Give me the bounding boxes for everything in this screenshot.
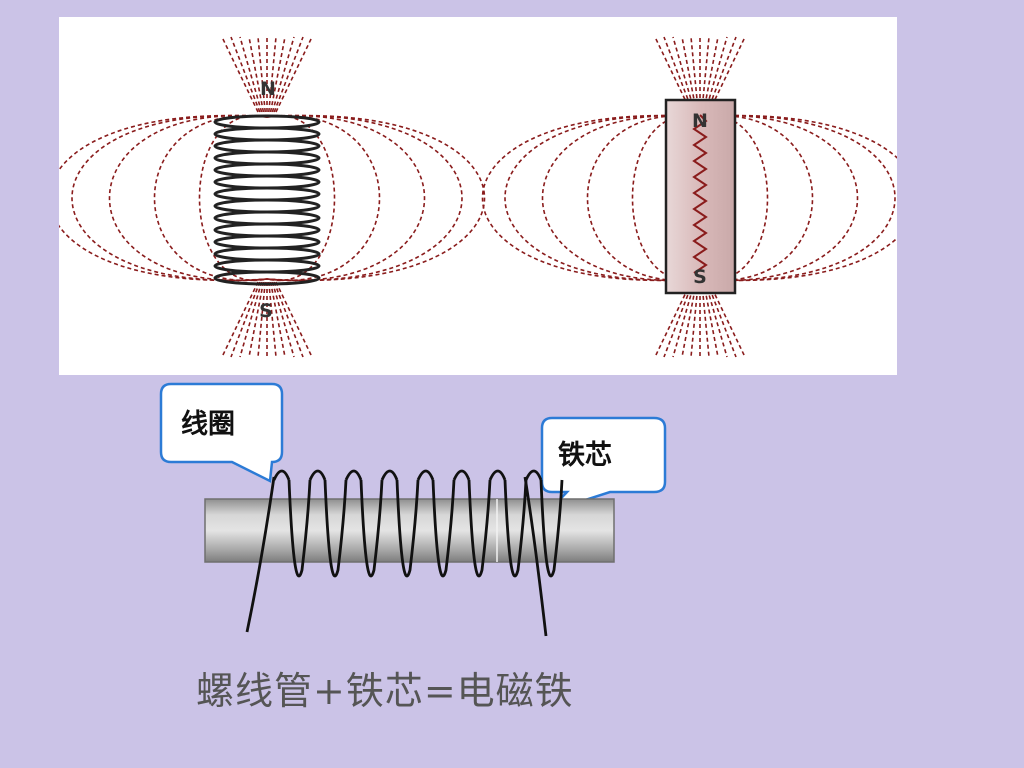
- right-south-pole-label: S: [693, 266, 707, 288]
- field-line-loop: [699, 114, 897, 282]
- field-line-ray: [702, 36, 719, 113]
- field-line-ray: [672, 36, 696, 113]
- field-line-ray: [681, 36, 698, 113]
- electromagnet-formula: 螺线管+铁芯=电磁铁: [196, 669, 574, 713]
- coil-turn-front: [395, 479, 420, 578]
- field-line-loop: [266, 114, 336, 282]
- field-line-ray: [269, 36, 286, 113]
- field-line-loops-left: [59, 114, 486, 282]
- left-north-pole-label: N: [260, 78, 276, 100]
- coil-turn-front: [503, 479, 528, 578]
- field-line-ray: [702, 281, 719, 358]
- solenoid-field: [59, 36, 486, 358]
- magnetic-field-figure: N S N S: [59, 17, 897, 375]
- coil-turn-front: [323, 479, 348, 578]
- field-line-ray: [704, 281, 728, 358]
- field-line-ray: [248, 36, 265, 113]
- coil-lead-left: [245, 476, 276, 633]
- field-line-ray: [701, 36, 710, 113]
- left-south-pole-label: S: [259, 300, 273, 322]
- coil-turn-back: [452, 469, 471, 481]
- coil-turn-back: [416, 469, 435, 481]
- field-line-ray: [268, 281, 277, 358]
- field-line-ray: [230, 281, 261, 358]
- field-figure-svg: N S N S: [59, 36, 897, 358]
- coil-turn-front: [287, 479, 312, 578]
- field-line-loop: [266, 114, 486, 282]
- bar-inner-line: [692, 114, 708, 274]
- field-line-ray: [690, 36, 699, 113]
- field-line-ray: [268, 36, 277, 113]
- coil-back-turns: [272, 469, 543, 481]
- field-line-loop: [266, 114, 426, 282]
- field-line-ray: [663, 36, 694, 113]
- coil-turn-back: [380, 469, 399, 481]
- field-line-ray: [672, 281, 696, 358]
- field-line-ray: [273, 36, 304, 113]
- field-line-ray: [681, 281, 698, 358]
- field-line-ray: [704, 36, 728, 113]
- field-line-ray: [248, 281, 265, 358]
- coil-turn-front: [467, 479, 492, 578]
- field-line-ray: [271, 36, 295, 113]
- coil-turn-back: [308, 469, 327, 481]
- coil-front-turns: [287, 479, 564, 578]
- field-line-loop: [198, 114, 268, 282]
- field-line-rays-left: [221, 36, 313, 358]
- field-line-loop: [504, 114, 701, 282]
- coil-turn-front: [431, 479, 456, 578]
- coil-turn-front: [539, 479, 564, 578]
- right-north-pole-label: N: [692, 110, 708, 132]
- solenoid-coil: [213, 114, 321, 286]
- coil-label: 线圈: [181, 409, 235, 440]
- field-line-loop: [108, 114, 268, 282]
- field-line-loop: [266, 114, 463, 282]
- core-label: 铁芯: [558, 440, 612, 471]
- field-line-ray: [663, 281, 694, 358]
- field-line-ray: [690, 281, 699, 358]
- coil-lead-right: [523, 476, 548, 637]
- coil-turn-back: [272, 469, 291, 481]
- field-line-ray: [257, 36, 266, 113]
- coil-callout-bubble: [159, 382, 284, 483]
- field-line-ray: [271, 281, 295, 358]
- solenoid-winding: [213, 270, 321, 286]
- field-line-loop: [541, 114, 701, 282]
- field-line-loop: [699, 114, 859, 282]
- coil-turn-front: [359, 479, 384, 578]
- field-line-ray: [269, 281, 286, 358]
- field-line-loop: [71, 114, 268, 282]
- field-line-ray: [706, 36, 737, 113]
- field-line-ray: [706, 281, 737, 358]
- field-line-ray: [257, 281, 266, 358]
- field-line-ray: [239, 281, 263, 358]
- bar-magnet-inner-field: [692, 114, 708, 274]
- field-line-ray: [273, 281, 304, 358]
- field-line-ray: [239, 36, 263, 113]
- coil-turn-back: [344, 469, 363, 481]
- field-line-ray: [701, 281, 710, 358]
- field-line-ray: [230, 36, 261, 113]
- field-line-loop: [699, 114, 896, 282]
- field-line-loop: [481, 114, 701, 282]
- coil-turn-back: [524, 469, 543, 481]
- field-line-rays-right: [654, 36, 746, 358]
- field-line-loop: [59, 114, 268, 282]
- coil-turn-back: [488, 469, 507, 481]
